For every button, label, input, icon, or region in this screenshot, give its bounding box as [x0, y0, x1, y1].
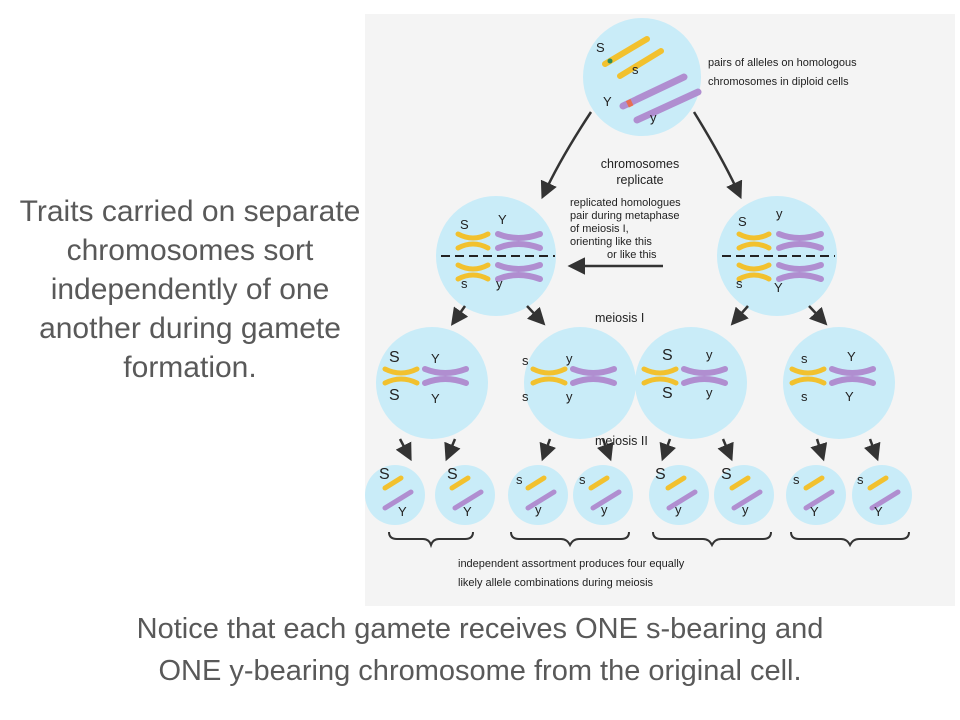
label-replicate: chromosomes replicate [585, 156, 695, 188]
gamete-chromosome-3 [525, 475, 557, 511]
label-meiosis-1: meiosis I [595, 311, 645, 325]
allele-label: S [738, 214, 747, 229]
bottom-caption-line1: Notice that each gamete receives ONE s-b… [136, 613, 824, 645]
gamete-2 [435, 465, 495, 525]
gamete-5 [649, 465, 709, 525]
allele-label: S [721, 466, 732, 483]
gamete-7 [786, 465, 846, 525]
gamete-chromosome-5 [665, 475, 698, 511]
allele-label: Y [431, 351, 440, 366]
allele-label: S [460, 217, 469, 232]
allele-label: y [776, 206, 783, 221]
label-meta-line1: replicated homologues [570, 197, 681, 209]
allele-label: s [516, 472, 523, 487]
gamete-3 [508, 465, 568, 525]
label-meiosis-2: meiosis II [595, 434, 648, 448]
allele-label: y [675, 502, 682, 517]
allele-label: s [793, 472, 800, 487]
gamete-chromosome-8 [867, 475, 901, 511]
bottom-caption: Notice that each gamete receives ONE s-b… [0, 608, 960, 692]
label-replicate-line1: chromosomes [600, 157, 680, 171]
allele-label: y [706, 385, 713, 400]
allele-label: y [742, 502, 749, 517]
metaphase-chromosomes [441, 231, 835, 282]
label-pairs: pairs of alleles on homologous chromosom… [708, 57, 857, 89]
label-meta-line4: orienting like this [570, 236, 652, 248]
allele-label: S [662, 347, 673, 364]
label-indep-line2: likely allele combinations during meiosi… [458, 577, 654, 589]
label-pairs-line1: pairs of alleles on homologous [708, 57, 857, 69]
gamete-chromosome-4 [588, 475, 622, 511]
bottom-caption-line2: ONE y-bearing chromosome from the origin… [158, 655, 802, 687]
allele-label: s [632, 62, 639, 77]
diagram-panel: pairs of alleles on homologous chromosom… [365, 14, 955, 606]
allele-label: y [601, 502, 608, 517]
allele-label: y [566, 389, 573, 404]
allele-label: s [736, 276, 743, 291]
label-pairs-line2: chromosomes in diploid cells [708, 76, 849, 88]
meiosis1-chromosomes [382, 366, 876, 386]
label-meta-line5: or like this [607, 249, 657, 261]
diploid-chromosomes [602, 36, 702, 124]
allele-label: S [389, 349, 400, 366]
allele-label: s [801, 351, 808, 366]
allele-label: S [662, 385, 673, 402]
allele-label: y [535, 502, 542, 517]
allele-label: Y [810, 504, 819, 519]
allele-label: Y [845, 389, 854, 404]
label-meta-line2: pair during metaphase [570, 210, 680, 222]
gamete-8 [852, 465, 912, 525]
allele-label: s [579, 472, 586, 487]
allele-label: s [461, 276, 468, 291]
gamete-chromosomes [382, 475, 901, 511]
label-indep-line1: independent assortment produces four equ… [458, 558, 685, 570]
braces [388, 531, 910, 549]
allele-label: Y [874, 504, 883, 519]
gamete-chromosome-6 [729, 475, 763, 511]
meiosis-diagram [365, 18, 912, 549]
allele-label: Y [431, 391, 440, 406]
gamete-4 [573, 465, 633, 525]
allele-label: S [379, 466, 390, 483]
arrows [395, 111, 881, 462]
gamete-1 [365, 465, 425, 525]
allele-label: y [650, 110, 657, 125]
allele-label: y [706, 347, 713, 362]
cell-metaphase-right [717, 196, 837, 316]
allele-label: Y [774, 280, 783, 295]
allele-label: S [447, 466, 458, 483]
allele-label: s [522, 389, 529, 404]
allele-label: s [801, 389, 808, 404]
allele-label: y [566, 351, 573, 366]
cell-metaphase-left [436, 196, 556, 316]
allele-label: Y [603, 94, 612, 109]
allele-label: S [596, 40, 605, 55]
label-independent: independent assortment produces four equ… [458, 558, 684, 590]
allele-label: S [655, 466, 666, 483]
allele-label: Y [847, 349, 856, 364]
allele-label: Y [398, 504, 407, 519]
label-replicate-line2: replicate [616, 173, 664, 187]
allele-label: s [857, 472, 864, 487]
allele-label: Y [463, 504, 472, 519]
allele-label: y [496, 276, 503, 291]
allele-label: S [389, 387, 400, 404]
allele-label: s [522, 353, 529, 368]
label-meta-line3: of meiosis I, [570, 223, 629, 235]
gamete-chromosome-7 [803, 475, 835, 511]
label-metaphase: replicated homologues pair during metaph… [570, 197, 681, 262]
gamete-chromosome-2 [449, 475, 484, 511]
gamete-chromosome-1 [382, 475, 414, 511]
allele-label: Y [498, 212, 507, 227]
side-caption: Traits carried on separate chromosomes s… [19, 195, 361, 384]
gamete-6 [714, 465, 774, 525]
